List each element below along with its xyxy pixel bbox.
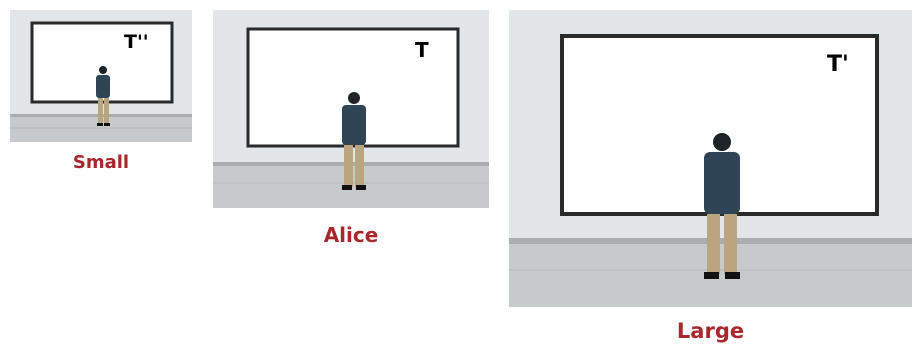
frame-label-small: T'' — [124, 31, 149, 53]
gallery-scene-alice — [213, 10, 489, 208]
caption-large: Large — [509, 319, 912, 343]
panel-large: T' — [509, 10, 912, 307]
gallery-scene-large — [509, 10, 912, 307]
gallery-scene-small — [10, 10, 192, 142]
caption-small: Small — [10, 152, 192, 173]
caption-alice: Alice — [213, 223, 489, 247]
panel-small: T'' — [10, 10, 192, 142]
frame-label-alice: T — [415, 38, 429, 62]
panel-alice: T — [213, 10, 489, 208]
frame-label-large: T' — [827, 52, 849, 77]
